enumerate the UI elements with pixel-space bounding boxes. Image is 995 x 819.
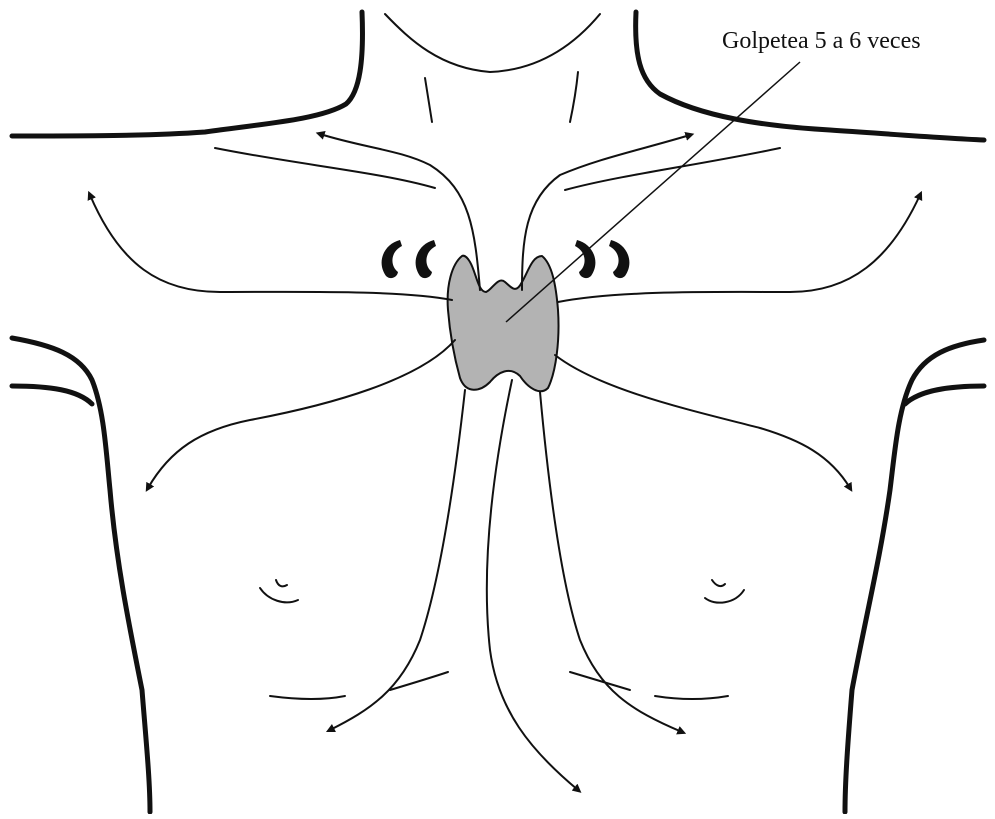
body-outline (12, 12, 984, 812)
chest-details (260, 580, 744, 699)
flow-arrow-shoulder-right (558, 195, 920, 302)
neck-crease-left (425, 78, 432, 122)
right-nipple-dot (712, 580, 725, 586)
flow-arrow-bottom (487, 380, 578, 790)
callout-label: Golpetea 5 a 6 veces (722, 28, 921, 55)
tap-mark-left-1 (382, 240, 402, 278)
neck-left (12, 12, 362, 136)
tap-mark-right-2 (609, 240, 629, 278)
left-armpit (12, 386, 92, 404)
neck-crease-right (570, 72, 578, 122)
thymus-gland (448, 256, 559, 391)
throat-line (385, 14, 600, 72)
flow-arrow-mid-left (148, 340, 455, 488)
flow-arrow-lower-right (540, 392, 682, 732)
right-nipple (705, 590, 744, 603)
right-armpit (905, 386, 984, 404)
left-arm-outer (12, 338, 150, 812)
left-nipple (260, 588, 298, 602)
sternum-left-line (390, 672, 448, 690)
left-nipple-dot (276, 580, 287, 586)
callout-leader-line (506, 62, 800, 322)
right-pec-line (655, 696, 728, 699)
clavicle-right (565, 148, 780, 190)
right-arm-outer (845, 340, 984, 812)
left-pec-line (270, 696, 345, 699)
tap-mark-left-2 (416, 240, 436, 278)
energy-flow-arrows (90, 134, 920, 790)
flow-arrow-lower-left (330, 390, 465, 730)
flow-arrow-mid-right (555, 355, 850, 488)
